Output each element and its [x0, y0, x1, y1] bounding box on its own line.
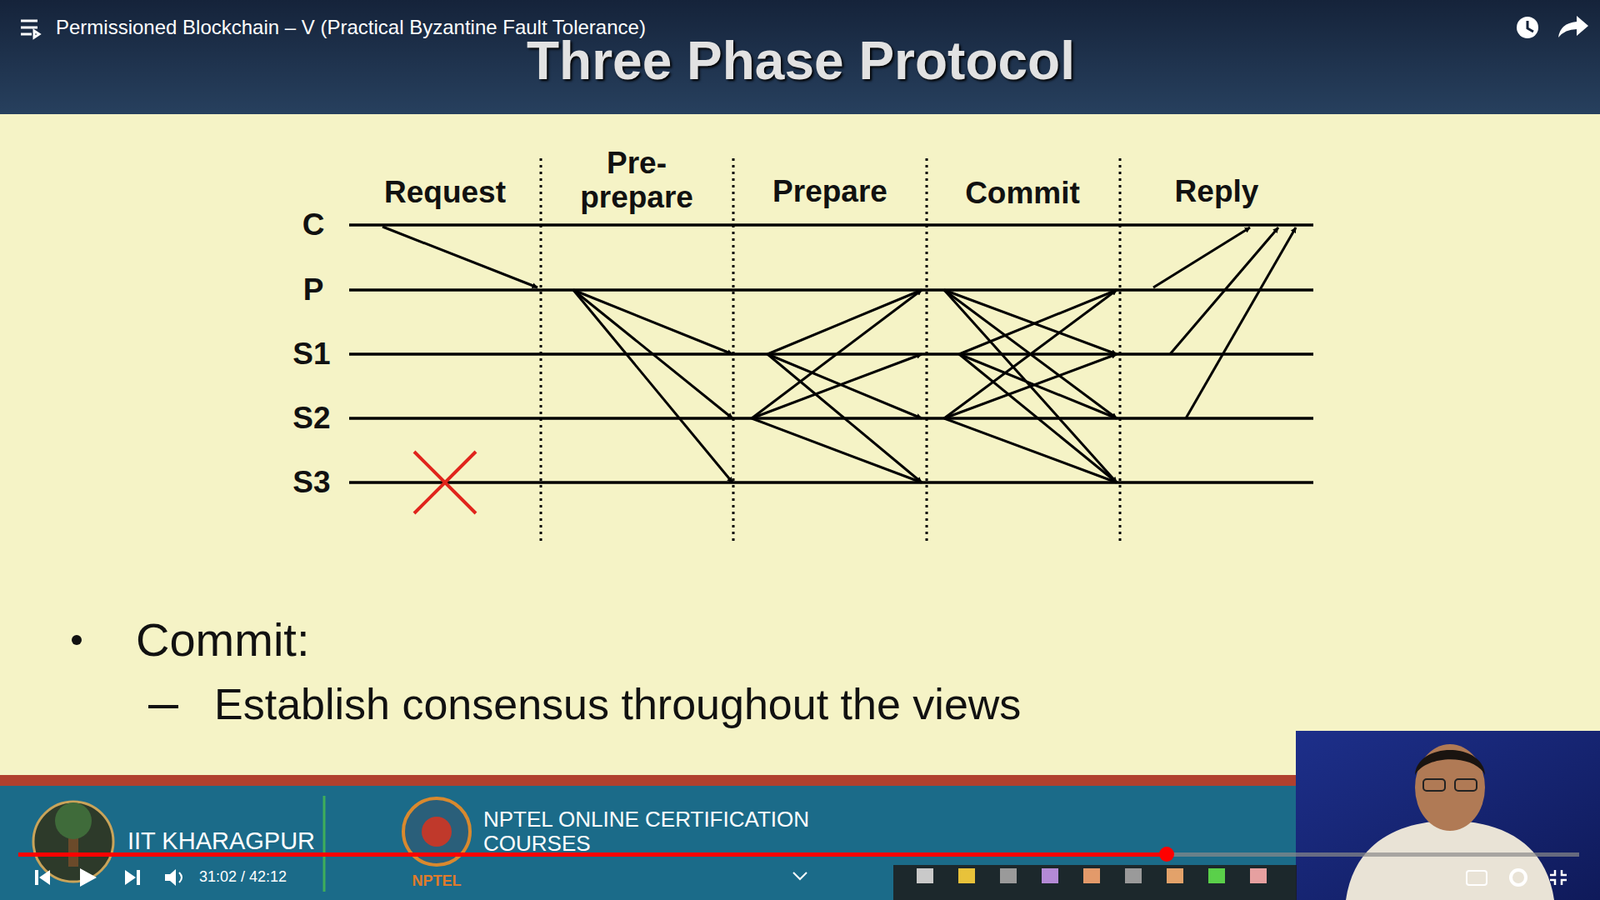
timeline: [349, 223, 1314, 227]
message-arrow: [751, 290, 922, 419]
message-arrow: [1185, 227, 1296, 419]
timeline: [349, 416, 1314, 420]
phase-divider: [925, 158, 929, 543]
phase-divider: [1119, 158, 1122, 543]
phase-label: Commit: [965, 176, 1080, 211]
message-arrows: [382, 226, 1296, 483]
video-title: Permissioned Blockchain – V (Practical B…: [55, 16, 646, 39]
timeline: [349, 288, 1314, 292]
presenter-hair: [1415, 750, 1485, 775]
player-controls: [18, 15, 1589, 900]
next-icon: [125, 870, 140, 885]
course-banner: NPTEL ONLINE CERTIFICATION COURSES: [483, 807, 817, 855]
bullet: [71, 635, 82, 645]
logo-ring: [33, 801, 114, 882]
tool-icon: [958, 868, 975, 884]
failed-replica-cross: [414, 451, 476, 514]
clock-hands: [1527, 20, 1534, 32]
phase-label: Pre- prepare: [565, 146, 708, 215]
annotation-toolbar: [893, 865, 1297, 900]
message-arrow: [573, 290, 733, 483]
volume-icon: [165, 869, 176, 886]
phase-label: Prepare: [772, 175, 888, 210]
tool-icon: [1125, 868, 1142, 884]
iit-logo: [33, 801, 114, 882]
chevron-icon: [793, 872, 807, 880]
phase-label: Reply: [1175, 175, 1260, 210]
message-arrow: [751, 418, 922, 483]
tool-icon: [1166, 868, 1184, 884]
row-label: S3: [292, 465, 330, 500]
message-arrow: [944, 418, 1117, 483]
tool-icon: [1250, 868, 1267, 884]
presenter-inset: [1295, 730, 1600, 900]
cross-line: [414, 451, 476, 514]
message-arrow: [959, 290, 1117, 355]
tool-icon: [1000, 868, 1017, 884]
timeline: [349, 352, 1314, 356]
phase-label: Request: [384, 175, 506, 210]
tool-icon: [1041, 868, 1059, 884]
title-bar: [0, 0, 1600, 115]
banner-separator: [323, 795, 326, 892]
volume-wave: [179, 872, 182, 883]
presenter-face: [1415, 744, 1485, 831]
settings-icon: [1510, 870, 1526, 885]
glasses: [1455, 779, 1477, 791]
bullet-text: Commit:: [135, 614, 310, 666]
slide-title: Three Phase Protocol: [526, 31, 1075, 90]
tool-icon: [1083, 868, 1100, 884]
slide-ground: [0, 114, 1600, 775]
presenter-shirt: [1345, 820, 1555, 900]
timelines: [349, 158, 1314, 543]
captions-icon: [1466, 870, 1487, 885]
message-arrow: [573, 290, 733, 355]
dash: [148, 705, 179, 709]
message-arrow: [944, 290, 1117, 483]
message-arrow: [767, 354, 922, 483]
message-arrow: [573, 290, 733, 419]
tool-icon: [916, 868, 934, 884]
watch-later-icon: [1516, 16, 1539, 39]
glasses: [1423, 779, 1445, 791]
play-icon: [80, 868, 97, 887]
logo-caption: NPTEL: [411, 873, 461, 890]
message-arrow: [751, 354, 922, 419]
message-arrow: [959, 354, 1117, 483]
time-display: 31:02 / 42:12: [199, 869, 287, 886]
phase-divider: [732, 158, 735, 543]
timeline: [349, 480, 1314, 485]
message-arrow: [944, 354, 1117, 419]
institute-name: IIT KHARAGPUR: [127, 828, 315, 855]
message-arrow: [944, 290, 1117, 355]
logo-crown: [55, 802, 92, 840]
message-arrow: [944, 290, 1117, 419]
logo-core: [421, 816, 452, 847]
row-label: S2: [292, 401, 330, 436]
tool-icon: [1208, 868, 1225, 884]
message-arrow: [382, 226, 538, 288]
cross-line: [414, 451, 476, 514]
progress-handle: [1159, 846, 1175, 862]
inset-ground: [1295, 730, 1600, 900]
row-label: S1: [292, 337, 330, 372]
message-arrow: [1170, 227, 1279, 355]
fullscreen-icon: [1550, 870, 1567, 885]
phase-divider: [540, 158, 543, 543]
row-label: C: [302, 208, 325, 243]
playlist-icon: [20, 20, 40, 38]
row-label: P: [303, 273, 325, 308]
sub-bullet-text: Establish consensus throughout the views: [214, 680, 1021, 729]
message-arrow: [944, 290, 1117, 419]
previous-icon: [35, 870, 50, 885]
message-arrow: [767, 290, 922, 355]
share-icon: [1558, 15, 1589, 38]
